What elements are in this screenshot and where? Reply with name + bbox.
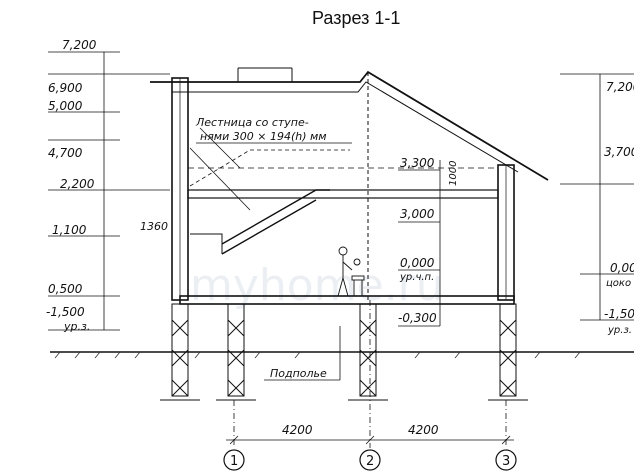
axis-1-label: 1 — [230, 454, 238, 469]
right-ground-note: ур.з. — [607, 325, 632, 336]
right-wall — [497, 164, 515, 301]
right-zero-note: цоко — [606, 278, 631, 289]
left-mark-2200: 2,200 — [60, 177, 95, 191]
left-mark-7200: 7,200 — [62, 38, 97, 52]
watermark: myhome.ru — [190, 260, 444, 311]
roof — [150, 67, 549, 300]
left-mark-4700: 4,700 — [48, 146, 83, 160]
inner-mark-3000: 3,000 — [400, 207, 435, 221]
left-level-lines — [48, 51, 170, 331]
inner-mark-minus0300: -0,300 — [398, 311, 437, 325]
left-mark-minus1500: -1,500 — [46, 305, 85, 319]
right-mark-0000: 0,000 — [610, 261, 634, 275]
inner-level-lines — [398, 160, 460, 327]
axis-lines — [226, 300, 514, 448]
inner-mark-0000: 0,000 — [400, 256, 435, 270]
left-mark-6900: 6,900 — [48, 81, 83, 95]
stair-note-line2: нями 300 × 194(h) мм — [200, 130, 327, 143]
span-dim-1: 4200 — [282, 423, 313, 437]
right-mark-7200: 7,200 — [606, 80, 634, 94]
axis-3-label: 3 — [502, 454, 510, 469]
person-figure — [337, 246, 365, 297]
section-title: Разрез 1-1 — [312, 8, 401, 28]
ground-hatch — [54, 351, 581, 359]
left-ground-note: ур.з. — [63, 320, 90, 333]
inner-mark-3300: 3,300 — [400, 156, 435, 170]
foundation-piles — [160, 303, 528, 401]
left-level-1360: 1360 — [140, 220, 168, 233]
crawlspace-label: Подполье — [270, 367, 327, 380]
stair-note-line1: Лестница со ступе- — [195, 116, 309, 129]
span-dim-2: 4200 — [408, 423, 439, 437]
right-mark-minus1500: -1,500 — [604, 307, 634, 321]
left-mark-1100: 1,100 — [52, 223, 87, 237]
axis-markers — [223, 449, 517, 471]
stair — [189, 127, 350, 255]
left-mark-5000: 5,000 — [48, 99, 83, 113]
main-floor — [179, 295, 515, 305]
left-mark-0500: 0,500 — [48, 282, 83, 296]
right-level-lines — [560, 73, 634, 321]
inner-mark-0000-note: ур.ч.п. — [399, 272, 434, 283]
axis-2-label: 2 — [366, 454, 374, 469]
inner-mark-1000: 1000 — [448, 161, 459, 186]
right-mark-3700: 3,700 — [604, 145, 634, 159]
left-wall — [171, 77, 189, 301]
